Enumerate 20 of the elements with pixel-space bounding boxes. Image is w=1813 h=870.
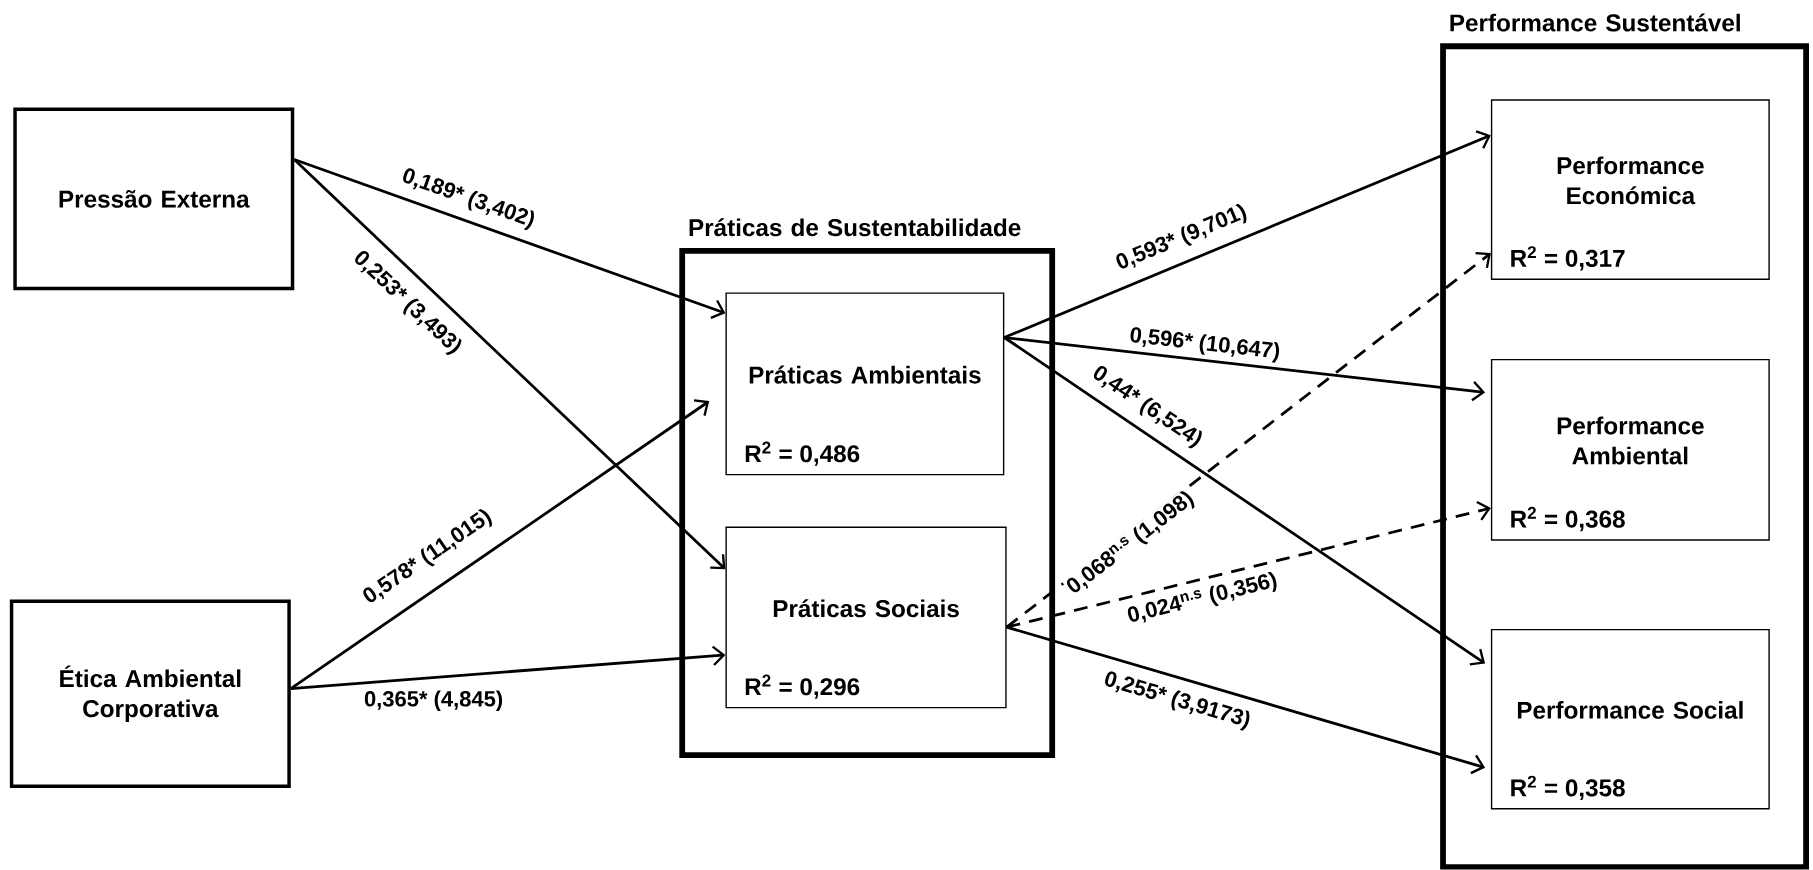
construct-box: Práticas Sociais R$^{2}$ = 0,296 — [725, 526, 1007, 709]
construct-box: Performance Social R$^{2}$ = 0,358 — [1490, 629, 1770, 810]
construct-box: Ética Ambiental Corporativa — [9, 599, 291, 789]
edge-label: 0,365* (4,845) — [362, 689, 505, 713]
node-label: Práticas de Sustentabilidade — [689, 218, 1021, 237]
edge-label: 0,596* (10,647) — [1127, 324, 1283, 365]
construct-box: Performance Ambiental R$^{2}$ = 0,368 — [1490, 359, 1770, 541]
node-label: Performance Sustentável — [1450, 13, 1740, 32]
arrow — [290, 399, 710, 690]
arrow — [1003, 130, 1491, 340]
arrow — [1006, 626, 1486, 775]
arrow — [293, 158, 726, 570]
construct-box: Pressão Externa — [13, 107, 295, 291]
construct-box: Performance Económica R$^{2}$ = 0,317 — [1490, 99, 1770, 281]
arrow — [1006, 501, 1491, 629]
arrow — [290, 645, 726, 691]
arrow — [293, 158, 726, 320]
construct-box: Práticas Ambientais R$^{2}$ = 0,486 — [725, 292, 1005, 476]
arrow — [1003, 336, 1486, 666]
arrow — [1004, 336, 1486, 402]
